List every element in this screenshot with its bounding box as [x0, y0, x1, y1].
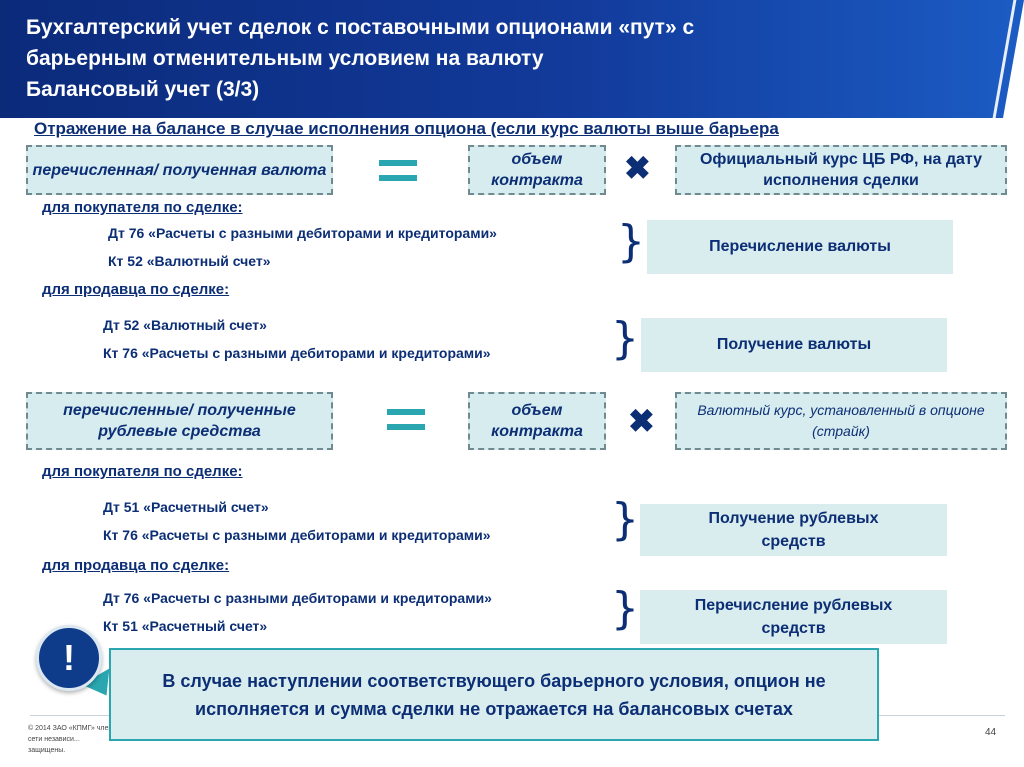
- right-brace-icon: }: [611, 583, 639, 634]
- title-line-2: барьерным отменительным условием на валю…: [26, 47, 544, 70]
- section-subtitle: Отражение на балансе в случае исполнения…: [34, 119, 779, 138]
- block1-buyer-result: Перечисление валюты: [647, 220, 953, 274]
- block2-buyer-credit: Кт 76 «Расчеты с разными дебиторами и кр…: [103, 527, 491, 543]
- multiply-icon: ✖: [628, 403, 655, 439]
- page-title: Бухгалтерский учет сделок с поставочными…: [26, 12, 694, 105]
- formula1-right-box: Официальный курс ЦБ РФ, на дату исполнен…: [675, 145, 1007, 195]
- multiply-icon: ✖: [624, 150, 651, 186]
- block1-seller-result: Получение валюты: [641, 318, 947, 372]
- block2-seller-credit: Кт 51 «Расчетный счет»: [103, 618, 268, 634]
- block1-seller-credit: Кт 76 «Расчеты с разными дебиторами и кр…: [103, 345, 491, 361]
- right-brace-icon: }: [611, 313, 639, 364]
- equals-icon: [379, 156, 417, 186]
- header-banner: [0, 0, 1024, 118]
- block2-seller-result: Перечисление рублевых средств: [640, 590, 947, 644]
- right-brace-icon: }: [617, 216, 645, 267]
- title-line-1: Бухгалтерский учет сделок с поставочными…: [26, 16, 695, 39]
- copyright-text: © 2014 ЗАО «КПМГ» член сети независи... …: [28, 725, 113, 754]
- formula2-right-box: Валютный курс, установленный в опционе (…: [675, 392, 1007, 450]
- formula2-left-box: перечисленные/ полученные рублевые средс…: [26, 392, 333, 450]
- formula1-left-box: перечисленная/ полученная валюта: [26, 145, 333, 195]
- title-line-3: Балансовый учет (3/3): [26, 78, 260, 101]
- block2-seller-debit: Дт 76 «Расчеты с разными дебиторами и кр…: [103, 590, 492, 606]
- block2-buyer-result: Получение рублевых средств: [640, 504, 947, 556]
- block1-buyer-debit: Дт 76 «Расчеты с разными дебиторами и кр…: [108, 225, 497, 241]
- block1-seller-label: для продавца по сделке:: [42, 281, 230, 298]
- page-number: 44: [985, 727, 997, 738]
- formula1-mid-box: объем контракта: [468, 145, 606, 195]
- block2-seller-label: для продавца по сделке:: [42, 557, 230, 574]
- block1-seller-debit: Дт 52 «Валютный счет»: [103, 317, 267, 333]
- block2-buyer-label: для покупателя по сделке:: [42, 463, 243, 480]
- callout-note: В случае наступлении соответствующего ба…: [109, 648, 879, 741]
- block1-buyer-label: для покупателя по сделке:: [42, 199, 243, 216]
- equals-icon: [387, 405, 425, 435]
- block2-buyer-debit: Дт 51 «Расчетный счет»: [103, 499, 269, 515]
- formula2-mid-box: объем контракта: [468, 392, 606, 450]
- exclamation-icon: !: [36, 625, 102, 691]
- right-brace-icon: }: [611, 494, 639, 545]
- block1-buyer-credit: Кт 52 «Валютный счет»: [108, 253, 271, 269]
